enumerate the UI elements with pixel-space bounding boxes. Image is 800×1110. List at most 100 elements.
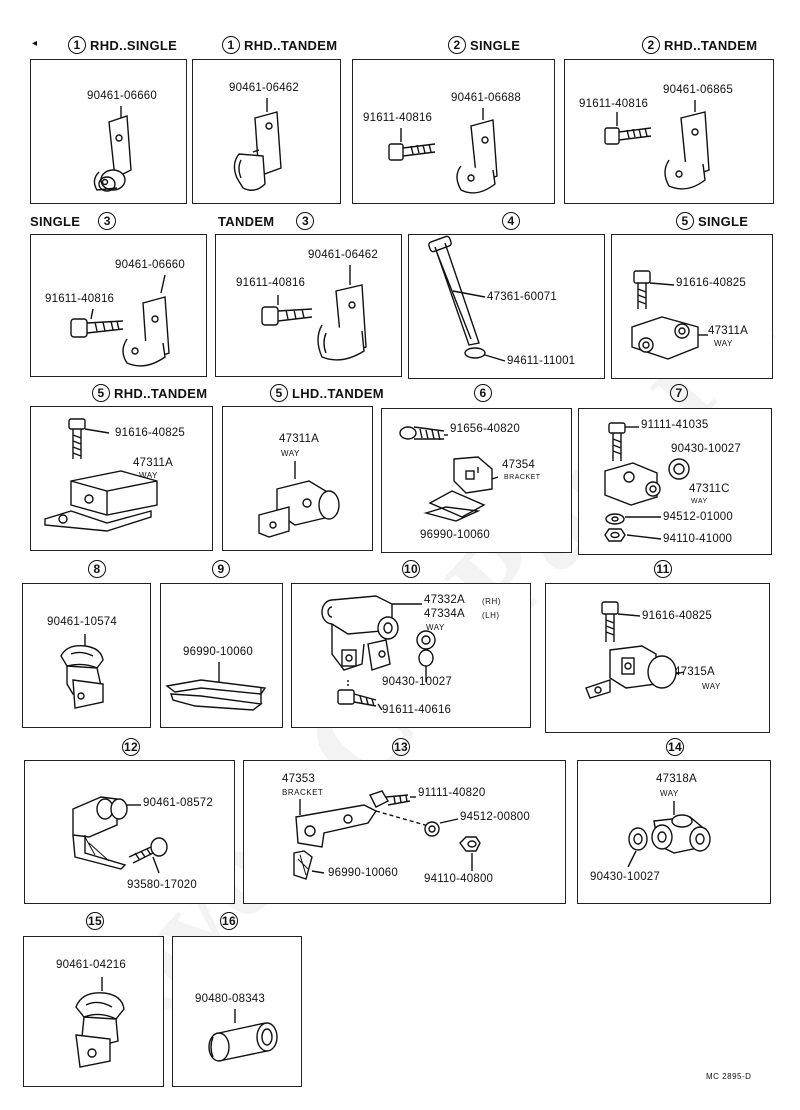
corner-mark: ◂ bbox=[32, 38, 38, 49]
group-11-header: 6 bbox=[474, 384, 492, 402]
group-11-panel[interactable]: 91656-40820 47354 BRACKET 96990-10060 bbox=[381, 408, 572, 553]
part-sub-label: (RH) bbox=[482, 597, 501, 606]
part-number: 47332A bbox=[424, 594, 465, 606]
group-18-header: 13 bbox=[392, 738, 410, 756]
part-number: 91616-40825 bbox=[642, 610, 712, 622]
group-8-panel[interactable]: 91616-40825 47311A WAY bbox=[611, 234, 773, 379]
group-9-header: 5 RHD..TANDEM bbox=[92, 384, 207, 402]
clamp-illustration bbox=[93, 106, 132, 192]
group-number: 1 bbox=[222, 36, 240, 54]
group-7-header: 4 bbox=[502, 212, 520, 230]
group-10-panel[interactable]: 47311A WAY bbox=[222, 406, 373, 551]
group-2-header: 1 RHD..TANDEM bbox=[222, 36, 337, 54]
group-4-panel[interactable]: 91611-40816 90461-06865 bbox=[564, 59, 774, 204]
group-7-panel[interactable]: 47361-60071 94611-11001 bbox=[408, 234, 605, 379]
part-sub-label: (LH) bbox=[482, 611, 500, 620]
group-19-panel[interactable]: 47318A WAY 90430-10027 bbox=[577, 760, 771, 904]
figure-code: MC 2895-D bbox=[706, 1072, 752, 1081]
part-number: 96990-10060 bbox=[183, 646, 253, 658]
group-number: 6 bbox=[474, 384, 492, 402]
part-number: 94110-41000 bbox=[663, 533, 733, 545]
group-16-panel[interactable]: 91616-40825 47315A WAY bbox=[545, 583, 770, 733]
part-number: 90461-04216 bbox=[56, 959, 126, 971]
part-sub-label: WAY bbox=[139, 471, 158, 480]
group-1-header: 1 RHD..SINGLE bbox=[68, 36, 177, 54]
group-title: RHD..SINGLE bbox=[90, 37, 178, 53]
group-number: 16 bbox=[220, 912, 238, 930]
group-15-panel[interactable]: 47332A (RH) 47334A (LH) WAY 90430-10027 … bbox=[291, 583, 531, 728]
group-12-header: 7 bbox=[670, 384, 688, 402]
part-number: 94110-40800 bbox=[424, 873, 494, 885]
part-number: 47334A bbox=[424, 608, 465, 620]
group-number: 13 bbox=[392, 738, 410, 756]
group-17-panel[interactable]: 90461-08572 93580-17020 bbox=[24, 760, 235, 904]
group-20-panel[interactable]: 90461-04216 bbox=[23, 936, 164, 1087]
part-number: 91616-40825 bbox=[115, 427, 185, 439]
clamp-illustration bbox=[75, 977, 125, 1068]
group-13-header: 8 bbox=[88, 560, 106, 578]
part-number: 93580-17020 bbox=[127, 879, 197, 891]
union-illustration bbox=[258, 461, 340, 538]
group-5-panel[interactable]: 90461-06660 91611-40816 bbox=[30, 234, 207, 377]
group-14-header: 9 bbox=[212, 560, 230, 578]
part-number: 90461-06660 bbox=[87, 90, 157, 102]
group-14-panel[interactable]: 96990-10060 bbox=[160, 583, 283, 728]
group-6-header: TANDEM 3 bbox=[218, 212, 315, 230]
bolt-and-bracket-illustration bbox=[399, 426, 499, 522]
group-number: 2 bbox=[642, 36, 660, 54]
group-title: SINGLE bbox=[698, 213, 749, 229]
group-12-panel[interactable]: 91111-41035 90430-10027 47311C WAY 94512… bbox=[578, 408, 772, 555]
part-number: 47353 bbox=[282, 773, 315, 785]
part-sub-label: WAY bbox=[702, 682, 721, 691]
clamp-and-screw-illustration bbox=[72, 796, 168, 874]
union-with-washers-illustration bbox=[604, 422, 690, 542]
group-3-panel[interactable]: 91611-40816 90461-06688 bbox=[352, 59, 555, 204]
union-assembly-illustration bbox=[321, 595, 436, 711]
group-number: 3 bbox=[98, 212, 117, 230]
bolt-and-block-illustration bbox=[44, 418, 158, 532]
group-13-panel[interactable]: 90461-10574 bbox=[22, 583, 151, 728]
group-8-header: 5 SINGLE bbox=[676, 212, 748, 230]
part-sub-label: WAY bbox=[660, 789, 679, 798]
group-number: 11 bbox=[654, 560, 672, 578]
group-18-panel[interactable]: 47353 BRACKET 91111-40820 94512-00800 96… bbox=[243, 760, 566, 904]
group-2-panel[interactable]: 90461-06462 bbox=[192, 59, 341, 204]
group-number: 9 bbox=[212, 560, 230, 578]
part-number: 47354 bbox=[502, 459, 535, 471]
part-number: 47311A bbox=[708, 325, 748, 337]
part-number: 47315A bbox=[674, 666, 715, 678]
part-sub-label: BRACKET bbox=[282, 788, 324, 797]
group-title: RHD..TANDEM bbox=[244, 37, 338, 53]
clamp-illustration bbox=[233, 98, 282, 191]
part-number: 90461-06688 bbox=[451, 92, 521, 104]
group-number: 1 bbox=[68, 36, 86, 54]
part-number: 90430-10027 bbox=[671, 443, 741, 455]
part-number: 90480-08343 bbox=[195, 993, 265, 1005]
group-title: SINGLE bbox=[470, 37, 521, 53]
group-20-header: 15 bbox=[86, 912, 104, 930]
part-number: 90461-06462 bbox=[308, 249, 378, 261]
part-number: 91611-40816 bbox=[45, 293, 115, 305]
group-16-header: 11 bbox=[654, 560, 672, 578]
part-number: 47311A bbox=[133, 457, 173, 469]
group-number: 4 bbox=[502, 212, 520, 230]
part-number: 91611-40816 bbox=[579, 98, 649, 110]
bolt-and-union-illustration bbox=[585, 601, 685, 699]
group-6-panel[interactable]: 90461-06462 91611-40816 bbox=[215, 234, 402, 377]
part-number: 96990-10060 bbox=[420, 529, 490, 541]
part-sub-label: WAY bbox=[691, 498, 708, 505]
part-number: 90461-06865 bbox=[663, 84, 733, 96]
part-sub-label: WAY bbox=[714, 339, 733, 348]
clamp-illustration bbox=[60, 634, 104, 709]
part-number: 90461-10574 bbox=[47, 616, 117, 628]
bolt-and-clamp-illustration bbox=[388, 108, 498, 194]
group-number: 5 bbox=[676, 212, 694, 230]
group-17-header: 12 bbox=[122, 738, 140, 756]
group-9-panel[interactable]: 91616-40825 47311A WAY bbox=[30, 406, 213, 551]
group-1-panel[interactable]: 90461-06660 bbox=[30, 59, 187, 204]
group-21-panel[interactable]: 90480-08343 bbox=[172, 936, 302, 1087]
group-19-header: 14 bbox=[666, 738, 684, 756]
bolt-and-clamp-illustration bbox=[70, 274, 170, 367]
group-21-header: 16 bbox=[220, 912, 238, 930]
group-number: 14 bbox=[666, 738, 684, 756]
